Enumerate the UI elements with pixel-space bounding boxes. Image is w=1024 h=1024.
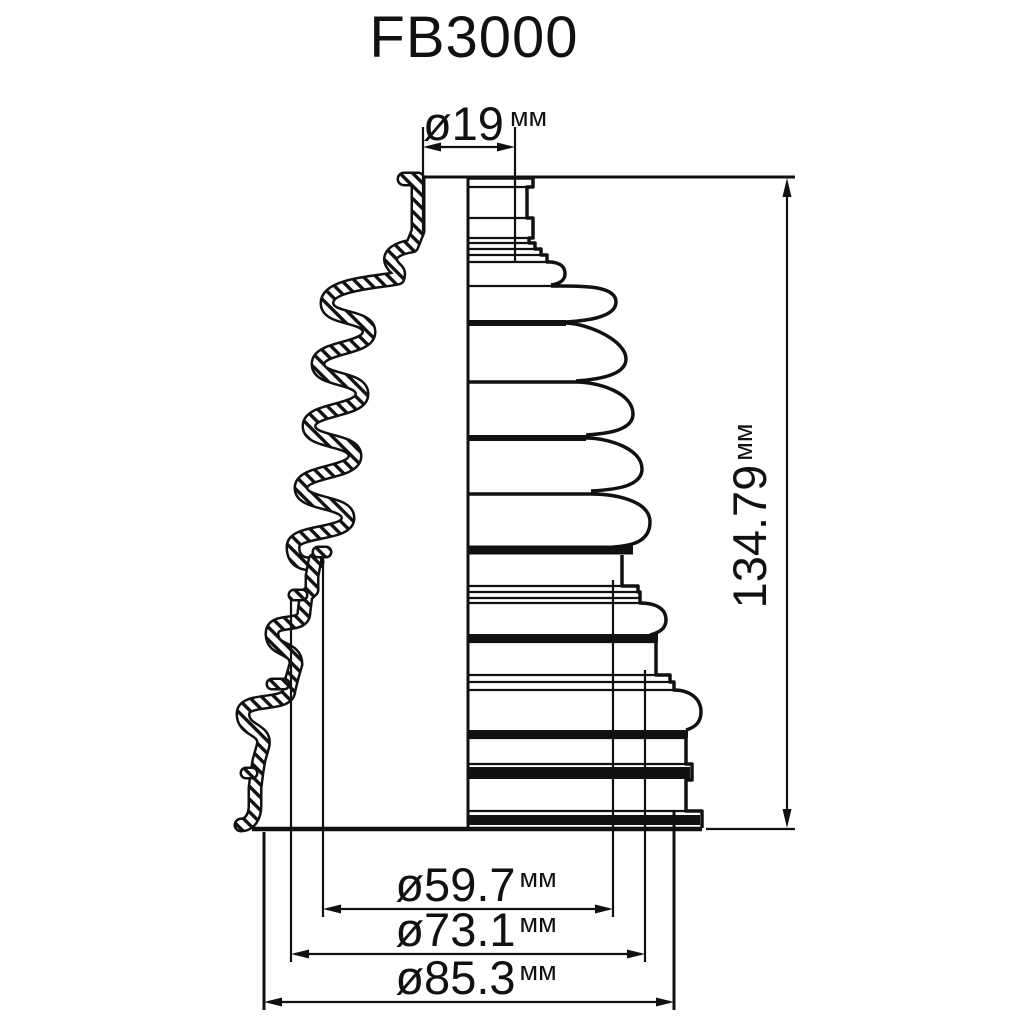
- boot-profile-view: [466, 176, 704, 829]
- dim-top-unit: мм: [510, 102, 547, 132]
- dim-59-unit: мм: [520, 863, 557, 893]
- profile-valley-lines-dark: [468, 320, 586, 441]
- dim-top-extension-lines: [421, 127, 517, 262]
- dim-59-value: ø59.7: [395, 858, 515, 911]
- dim-arrow: [627, 949, 645, 959]
- dim-arrow: [656, 997, 674, 1007]
- part-number-title: FB3000: [369, 5, 578, 70]
- dim-73-extension-lines: [289, 597, 647, 962]
- dim-arrow: [323, 904, 341, 914]
- dim-height-label: 134.79 мм: [723, 424, 776, 609]
- dim-85-value: ø85.3: [395, 951, 515, 1004]
- dim-59-extension-lines: [321, 558, 615, 917]
- dim-arrow: [291, 949, 309, 959]
- boot-profile-outline: [468, 176, 704, 828]
- dim-73-value: ø73.1: [395, 903, 515, 956]
- dim-85-extension-lines: [262, 812, 676, 1010]
- dim-arrow: [595, 904, 613, 914]
- dim-height-unit: мм: [728, 424, 758, 461]
- dim-top-value: ø19: [423, 97, 504, 150]
- dim-arrow: [264, 997, 282, 1007]
- dim-arrow: [782, 809, 792, 828]
- profile-valley-lines-light: [468, 380, 591, 496]
- dim-height-value: 134.79: [723, 465, 776, 609]
- dim-arrow: [497, 142, 515, 152]
- dim-arrow: [782, 178, 792, 197]
- dim-arrow: [423, 142, 441, 152]
- dim-73-unit: мм: [520, 908, 557, 938]
- dim-85-unit: мм: [520, 956, 557, 986]
- boot-cross-section-view: [233, 171, 426, 833]
- cross-section-band-hatch-upper: [288, 174, 423, 569]
- dimension-overall-height: 134.79 мм: [706, 178, 795, 831]
- cross-section-band-hatch-lower: [236, 555, 320, 830]
